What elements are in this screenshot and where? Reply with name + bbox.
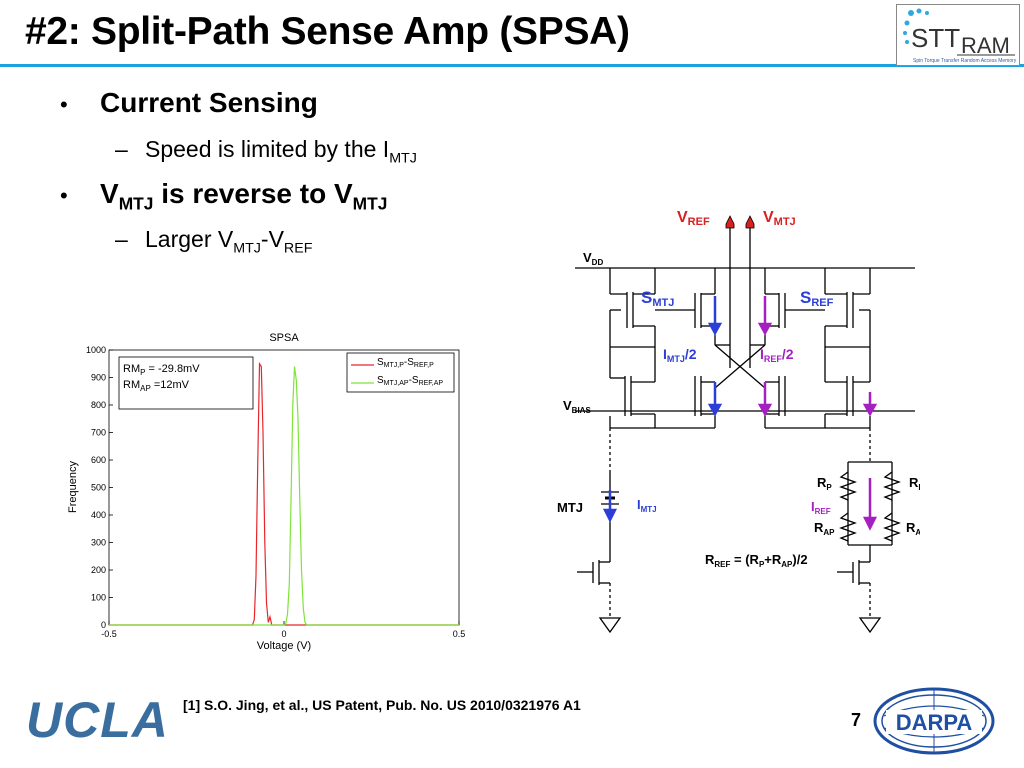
chart-x-axis-label: Voltage (V) [257, 640, 311, 652]
chart-y-ticks: 0 100 200 300 400 500 600 700 800 900 1000 [86, 345, 113, 630]
chart-y-axis-label: Frequency [67, 461, 79, 513]
logo-ram-text: RAM [961, 33, 1010, 58]
page-title: #2: Split-Path Sense Amp (SPSA) [25, 10, 630, 53]
y-tick-label: 500 [91, 483, 106, 493]
sub-speed-limited: Speed is limited by the IMTJ [145, 136, 417, 167]
label-rap-right: RAP [906, 520, 920, 537]
bullet-current-sensing: Current Sensing [100, 87, 318, 118]
label-rp-right: RP [909, 475, 920, 492]
label-vmtj: VMTJ [763, 209, 796, 228]
iref-arrows [757, 296, 878, 531]
sttram-logo: STT RAM Spin Torque Transfer Random Acce… [896, 4, 1020, 66]
x-tick-label: -0.5 [101, 629, 117, 639]
circuit-wires [575, 226, 915, 618]
y-tick-label: 300 [91, 538, 106, 548]
label-smtj: SMTJ [641, 288, 674, 309]
y-tick-label: 900 [91, 373, 106, 383]
sub-speed-subscript: MTJ [389, 150, 417, 167]
y-tick-label: 400 [91, 510, 106, 520]
x-tick-label: 0 [281, 629, 286, 639]
bullet-dot: • [60, 183, 68, 208]
spsa-histogram-chart: SPSA 0 100 200 300 400 500 600 700 800 900 1000 -0… [67, 332, 465, 652]
resistor-rp-left [839, 471, 857, 501]
y-tick-label: 600 [91, 455, 106, 465]
spsa-circuit-diagram: VREF VMTJ VDD VBIAS SMTJ SREF IMTJ/2 IRE… [557, 209, 920, 634]
darpa-logo-text: DARPA [896, 710, 973, 735]
vmtj-pin-icon [745, 215, 755, 229]
label-sref: SREF [800, 288, 834, 309]
annotation-rmap: RMAP =12mV [123, 379, 190, 393]
label-imtj: IMTJ [637, 497, 657, 514]
resistor-rp-right [883, 471, 901, 501]
bullet-dot: • [60, 92, 68, 117]
sttram-logo-graphic: STT RAM Spin Torque Transfer Random Acce… [903, 8, 1017, 64]
bullet-vmtj-reverse: VMTJ is reverse to VMTJ [100, 178, 387, 215]
vref-pin-icon [725, 215, 735, 229]
bullet2-v1-sub: MTJ [118, 193, 154, 214]
y-tick-label: 200 [91, 565, 106, 575]
sub-dash: – [115, 136, 128, 162]
label-vref: VREF [677, 209, 710, 228]
title-divider [0, 64, 1024, 67]
sub-speed-text: Speed is limited by the I [145, 136, 390, 162]
x-tick-label: 0.5 [453, 629, 466, 639]
sub-dash: – [115, 226, 128, 252]
label-rp-left: RP [817, 475, 832, 492]
sub2-text1: Larger V [145, 226, 234, 252]
y-tick-label: 1000 [86, 345, 106, 355]
chart-series [109, 361, 459, 626]
legend-label-ap: SMTJ,AP-SREF,AP [377, 375, 443, 387]
series-line-p [109, 361, 459, 626]
logo-stt-text: STT [911, 23, 960, 53]
sub2-mid: -V [260, 226, 284, 252]
y-tick-label: 0 [101, 620, 106, 630]
resistor-rap-right [883, 512, 901, 542]
chart-legend [346, 352, 455, 393]
bullet2-v1: V [100, 178, 119, 209]
chart-annotation-box [118, 356, 254, 410]
label-iref-half: IREF/2 [760, 346, 794, 364]
y-tick-label: 100 [91, 593, 106, 603]
annotation-rmp: RMP = -29.8mV [123, 363, 200, 377]
label-iref: IREF [811, 499, 831, 516]
chart-title: SPSA [269, 332, 299, 344]
sub-larger-vmtj-vref: Larger VMTJ-VREF [145, 226, 312, 257]
ground-right-icon [858, 617, 882, 634]
label-rap-left: RAP [814, 520, 835, 537]
sub2-sub2: REF [283, 240, 313, 257]
imtj-arrows [602, 296, 723, 523]
sub2-sub1: MTJ [233, 240, 261, 257]
label-vbias: VBIAS [563, 398, 591, 415]
series-line-ap [109, 366, 459, 626]
resistor-rap-left [839, 512, 857, 542]
ground-left-icon [598, 617, 622, 634]
reference-citation: [1] S.O. Jing, et al., US Patent, Pub. N… [183, 697, 581, 713]
y-tick-label: 700 [91, 428, 106, 438]
label-vdd: VDD [583, 250, 603, 267]
bullet2-mid: is reverse to V [153, 178, 353, 209]
darpa-logo: DARPA [873, 687, 995, 755]
page-number: 7 [851, 710, 862, 730]
label-mtj: MTJ [557, 500, 583, 515]
label-rref-equation: RREF = (RP+RAP)/2 [705, 552, 808, 569]
ucla-logo: UCLA [26, 692, 169, 748]
bullet2-v2-sub: MTJ [352, 193, 388, 214]
legend-label-p: SMTJ,P-SREF,P [377, 357, 434, 369]
logo-tagline: Spin Torque Transfer Random Access Memor… [913, 58, 1017, 64]
label-imtj-half: IMTJ/2 [663, 346, 697, 364]
y-tick-label: 800 [91, 400, 106, 410]
